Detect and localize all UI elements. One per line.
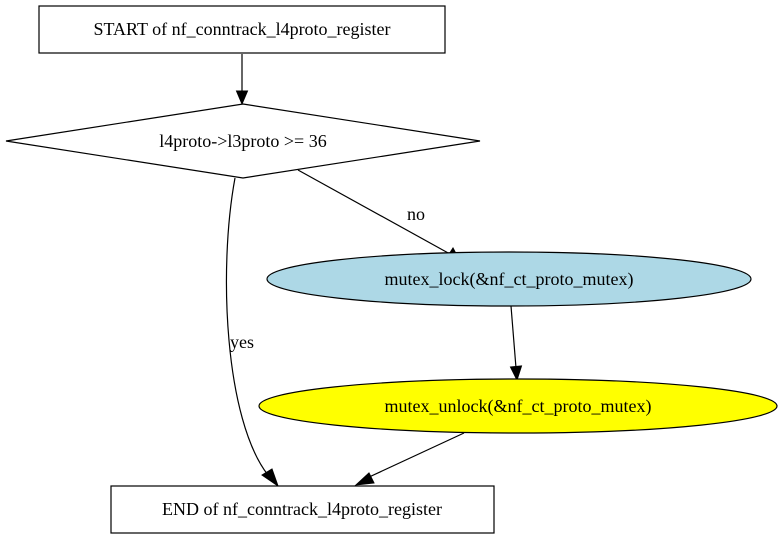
end-label: END of nf_conntrack_l4proto_register: [162, 499, 442, 519]
start-box: [38, 5, 446, 54]
edge-label-yes: yes: [230, 332, 254, 352]
node-lock: mutex_lock(&nf_ct_proto_mutex): [266, 251, 752, 307]
lock-label: mutex_lock(&nf_ct_proto_mutex): [385, 269, 634, 290]
start-label: START of nf_conntrack_l4proto_register: [93, 19, 390, 39]
unlock-label: mutex_unlock(&nf_ct_proto_mutex): [385, 396, 652, 417]
unlock-ellipse: [258, 378, 778, 434]
edge-lock-to-unlock: [509, 305, 523, 382]
edge-unlock-to-end: [354, 432, 465, 486]
edge-start-to-decision: [235, 54, 249, 106]
edge-label-no: no: [407, 204, 425, 224]
node-decision: l4proto->l3proto >= 36: [5, 103, 481, 179]
edge-decision-to-end: yes: [225, 177, 279, 488]
decision-label: l4proto->l3proto >= 36: [159, 131, 326, 151]
node-start: START of nf_conntrack_l4proto_register: [38, 5, 446, 54]
node-unlock: mutex_unlock(&nf_ct_proto_mutex): [258, 378, 778, 434]
node-end: END of nf_conntrack_l4proto_register: [110, 485, 495, 534]
end-box: [110, 485, 495, 534]
lock-ellipse: [266, 251, 752, 307]
edge-decision-to-lock: no: [297, 169, 462, 264]
decision-diamond: [5, 103, 481, 179]
